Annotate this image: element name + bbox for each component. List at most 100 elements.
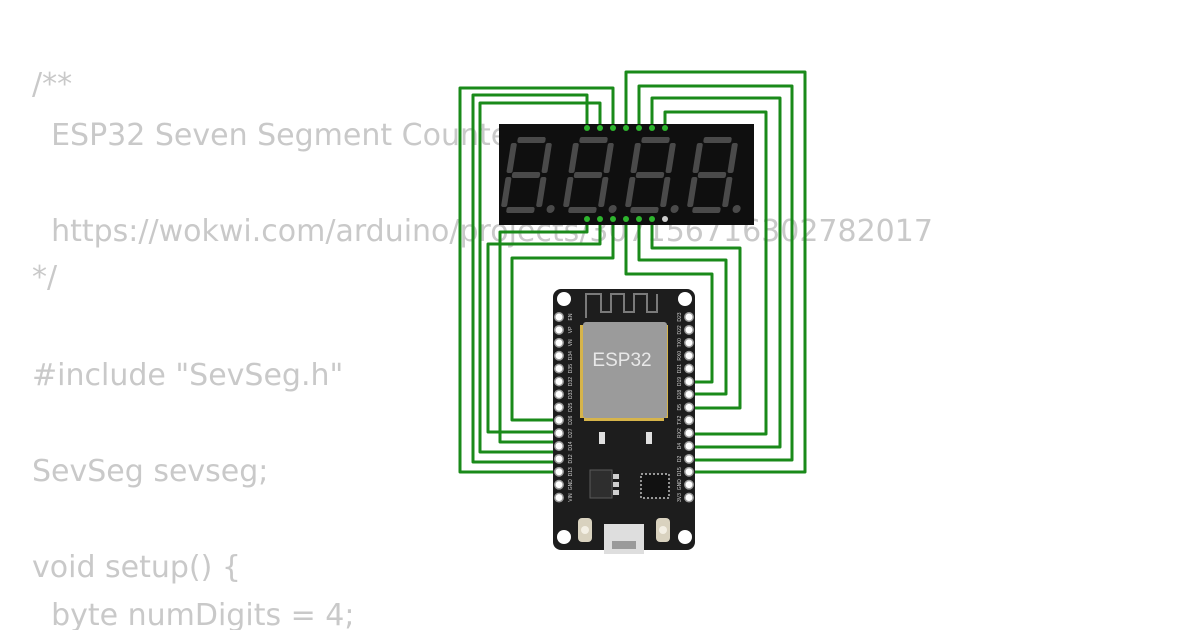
boot-button[interactable] [578, 518, 592, 542]
pin-label: D12 [568, 454, 574, 463]
header-pin[interactable] [684, 453, 694, 464]
segment [635, 172, 665, 178]
mount-hole [557, 292, 571, 306]
header-pin[interactable] [554, 363, 564, 374]
reset-button[interactable] [656, 518, 670, 542]
seven-segment-display[interactable] [499, 124, 754, 225]
header-pin[interactable] [554, 441, 564, 451]
header-pin[interactable] [554, 466, 564, 477]
header-pin[interactable] [684, 324, 694, 335]
display-pin[interactable] [636, 125, 642, 131]
chip-shield [583, 322, 667, 418]
wire[interactable] [650, 96, 782, 449]
smd-component [646, 432, 652, 444]
display-pin[interactable] [597, 125, 603, 131]
header-pin[interactable] [684, 441, 694, 451]
header-pin[interactable] [684, 337, 694, 348]
header-pin[interactable] [554, 389, 564, 400]
display-pin[interactable] [610, 216, 616, 222]
wire[interactable] [624, 70, 807, 474]
pin-label: D13 [568, 467, 574, 476]
header-pin[interactable] [684, 350, 694, 361]
code-line: byte numDigits = 4; [32, 598, 355, 630]
wire[interactable] [510, 219, 615, 422]
header-pin[interactable] [684, 492, 694, 503]
display-digits [501, 137, 741, 213]
display-pin[interactable] [623, 125, 629, 131]
display-pin[interactable] [662, 125, 668, 131]
antenna-trace [585, 293, 658, 318]
esp32-board[interactable]: ESP32 ENVPVND34D35D32D33D25D26D27D14D12D… [553, 289, 695, 554]
header-pin[interactable] [554, 312, 564, 322]
display-pin[interactable] [597, 216, 603, 222]
pin-label: D34 [568, 351, 574, 360]
pin-label: D26 [568, 415, 574, 424]
pin-label: RX0 [677, 351, 683, 361]
header-pin[interactable] [684, 376, 694, 387]
pin-label: D25 [568, 403, 574, 412]
header-pin[interactable] [554, 415, 564, 426]
wire[interactable] [637, 219, 728, 396]
header-pin[interactable] [684, 389, 694, 400]
wire[interactable] [624, 219, 714, 384]
left-pin-header: ENVPVND34D35D32D33D25D26D27D14D12D13GNDV… [554, 312, 574, 503]
header-pin[interactable] [554, 453, 564, 464]
header-pin[interactable] [684, 363, 694, 374]
decimal-point [608, 205, 617, 213]
display-pin[interactable] [584, 125, 590, 131]
display-pin[interactable] [610, 125, 616, 131]
display-pin[interactable] [636, 216, 642, 222]
display-pin-unused[interactable] [662, 216, 668, 222]
code-line: /** [32, 67, 73, 102]
segment [568, 143, 579, 173]
pin-label: D23 [677, 312, 683, 321]
pin-label: D35 [568, 364, 574, 373]
header-pin[interactable] [684, 312, 694, 322]
wire[interactable] [663, 110, 768, 436]
wire[interactable] [478, 101, 602, 454]
code-line: ESP32 Seven Segment Counter [32, 118, 522, 153]
pin-label: D4 [677, 443, 683, 450]
header-pin[interactable] [554, 402, 564, 413]
wire[interactable] [471, 93, 589, 464]
header-pin[interactable] [554, 337, 564, 348]
segment [573, 172, 603, 178]
smd-component [599, 432, 605, 444]
pin-label: D2 [677, 455, 683, 462]
header-pin[interactable] [684, 466, 694, 477]
header-pin[interactable] [684, 402, 694, 413]
display-pin[interactable] [649, 125, 655, 131]
header-pin[interactable] [554, 428, 564, 439]
display-pin[interactable] [649, 216, 655, 222]
segment [697, 172, 727, 178]
wire[interactable] [637, 84, 794, 462]
pin-label: TX0 [677, 338, 683, 347]
segment [506, 143, 517, 173]
segment [536, 177, 547, 207]
digit [625, 137, 679, 213]
header-pin[interactable] [554, 376, 564, 387]
header-pin[interactable] [684, 428, 694, 439]
display-pin[interactable] [584, 216, 590, 222]
wire[interactable] [498, 219, 589, 444]
header-pin[interactable] [554, 479, 564, 490]
pin-label: GND [568, 479, 574, 491]
micro-usb-port[interactable] [604, 524, 644, 554]
header-pin[interactable] [684, 479, 694, 490]
wire[interactable] [650, 219, 742, 410]
segment [511, 172, 541, 178]
decimal-point [670, 205, 679, 213]
wire[interactable] [486, 219, 602, 434]
header-pin[interactable] [554, 324, 564, 335]
header-pin[interactable] [684, 415, 694, 426]
header-pin[interactable] [554, 492, 564, 503]
display-pin[interactable] [623, 216, 629, 222]
pin-label: D22 [677, 325, 683, 334]
pin-label: D14 [568, 441, 574, 450]
wire[interactable] [458, 86, 615, 474]
header-pin[interactable] [554, 350, 564, 361]
decimal-point [732, 205, 741, 213]
decimal-point [546, 205, 555, 213]
